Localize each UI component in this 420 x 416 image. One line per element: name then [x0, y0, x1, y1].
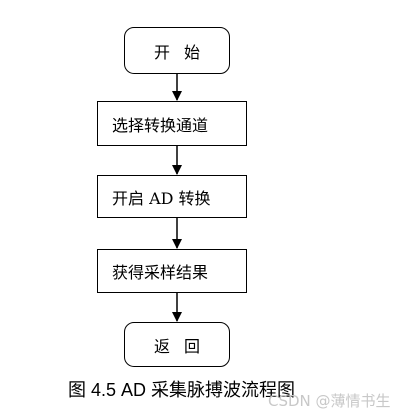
- step-start-ad-conversion: 开启 AD 转换: [97, 175, 247, 218]
- end-node-label: 返回: [153, 336, 214, 356]
- step-select-channel: 选择转换通道: [97, 101, 247, 146]
- watermark: CSDN @薄情书生: [268, 392, 391, 410]
- step-get-sample-result-label: 获得采样结果: [112, 263, 209, 282]
- step-start-ad-conversion-label: 开启 AD 转换: [112, 188, 211, 208]
- figure-caption: 图 4.5 AD 采集脉搏波流程图: [68, 376, 295, 402]
- step-select-channel-label: 选择转换通道: [112, 115, 209, 135]
- step-get-sample-result: 获得采样结果: [97, 249, 247, 293]
- start-node-label: 开始: [153, 42, 214, 62]
- figure-caption-text: 采集脉搏波流程图: [151, 380, 296, 401]
- end-node: 返回: [124, 322, 230, 367]
- figure-caption-prefix: 图 4.5 AD: [68, 380, 152, 400]
- start-node: 开始: [124, 27, 230, 74]
